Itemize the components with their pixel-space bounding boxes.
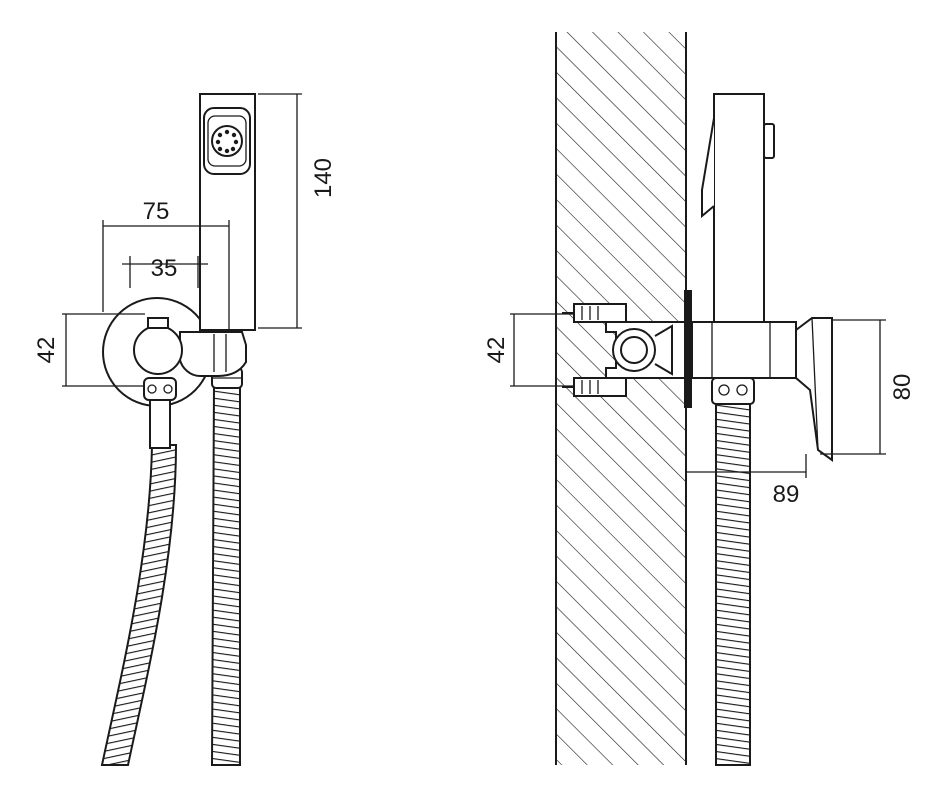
dim-label-42-side: 42 bbox=[483, 337, 510, 364]
dim-label-35: 35 bbox=[151, 255, 178, 282]
dim-label-80: 80 bbox=[889, 374, 916, 401]
side-hose-nut bbox=[711, 377, 755, 405]
valve-knob bbox=[133, 325, 183, 375]
holder-connector bbox=[179, 331, 247, 377]
dim-valve-height: 80 bbox=[820, 319, 916, 455]
valve-knob-top bbox=[147, 317, 169, 329]
valve-outlet-stem bbox=[149, 399, 171, 449]
dim-height-left: 42 bbox=[33, 313, 145, 387]
lever-handle bbox=[795, 317, 833, 462]
dim-label-42-front: 42 bbox=[33, 337, 60, 364]
side-hose bbox=[715, 401, 751, 766]
front-view: 140 75 35 42 bbox=[33, 93, 337, 766]
handset-trigger bbox=[701, 117, 715, 219]
valve-body-side bbox=[691, 321, 797, 379]
dim-bracket-height: 42 bbox=[483, 313, 574, 387]
dim-label-140: 140 bbox=[310, 158, 337, 198]
dim-projection: 89 bbox=[685, 408, 807, 508]
right-hose bbox=[210, 384, 241, 766]
dim-label-75: 75 bbox=[143, 198, 170, 225]
spray-holes bbox=[215, 129, 239, 154]
dim-handset-height: 140 bbox=[258, 93, 337, 329]
side-view: 42 80 89 bbox=[483, 32, 916, 766]
handset-button bbox=[763, 123, 775, 159]
dim-width-outer: 75 bbox=[102, 198, 230, 332]
wall-plate bbox=[684, 290, 692, 408]
dim-label-89: 89 bbox=[773, 481, 800, 508]
valve-outlet-nut bbox=[143, 377, 177, 401]
wall-section bbox=[556, 32, 686, 765]
left-hose bbox=[100, 444, 178, 766]
wall-anchors bbox=[562, 303, 627, 397]
handset-side bbox=[713, 93, 765, 323]
dim-width-inner: 35 bbox=[122, 255, 208, 288]
